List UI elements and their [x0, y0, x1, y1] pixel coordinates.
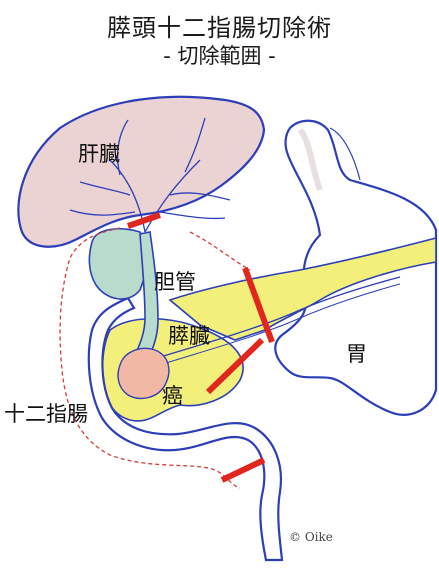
label-stomach: 胃	[346, 342, 367, 366]
pancreatic-duct-inner	[149, 283, 401, 369]
resection-border	[59, 227, 251, 489]
tumor-shape	[117, 347, 170, 400]
label-cancer: 癌	[162, 384, 183, 408]
liver-shape	[17, 95, 266, 248]
cut-line-pancreas	[205, 337, 265, 395]
pancreatic-duct	[149, 276, 401, 361]
gallbladder-shape	[88, 228, 148, 300]
cut-line-stomach	[242, 266, 275, 344]
diagram-subtitle: - 切除範囲 -	[163, 44, 276, 68]
diagram-title: 膵頭十二指腸切除術	[107, 14, 332, 42]
biliary-tree	[69, 117, 231, 233]
pancreas-body	[168, 236, 437, 341]
duodenum-shape	[87, 296, 284, 562]
label-bile-duct: 胆管	[154, 270, 196, 294]
copyright-notice: © Oike	[289, 530, 333, 544]
label-pancreas: 膵臓	[168, 324, 210, 348]
label-liver: 肝臓	[78, 142, 120, 166]
stomach-inner-line	[329, 127, 361, 181]
cut-line-jejunum	[220, 457, 266, 483]
label-duodenum: 十二指腸	[4, 402, 88, 426]
stomach-shading	[297, 127, 323, 192]
cut-lines	[127, 212, 275, 483]
cut-line-bile-duct	[127, 212, 161, 229]
